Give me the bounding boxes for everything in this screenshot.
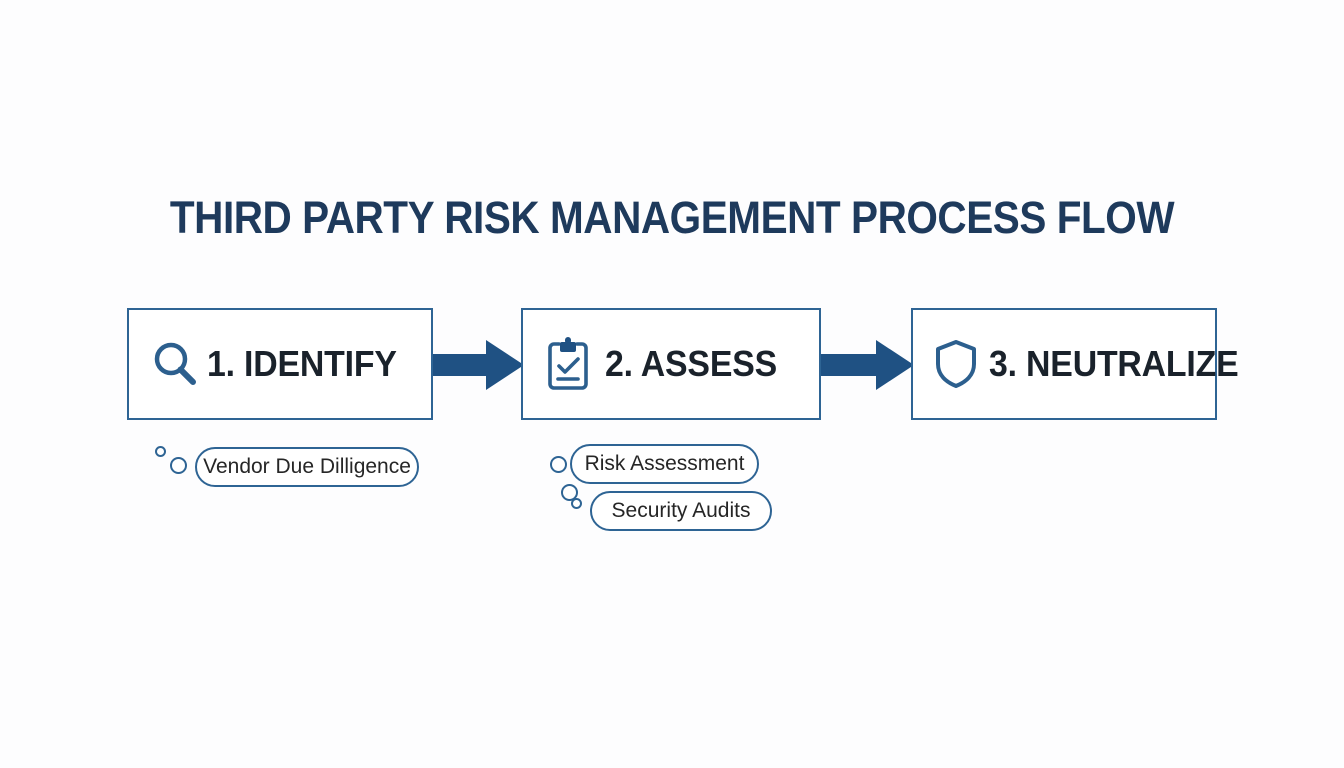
right-arrow-icon-2 (818, 340, 914, 390)
step-label-assess: 2. ASSESS (605, 343, 777, 384)
step-label-neutralize: 3. NEUTRALIZE (989, 343, 1239, 384)
right-arrow-icon-1 (428, 340, 524, 390)
step-label-identify: 1. IDENTIFY (207, 343, 397, 384)
magnifier-icon (149, 338, 201, 390)
connector-bubble-small (155, 446, 166, 457)
pill-label: Vendor Due Dilligence (203, 455, 411, 478)
pill-risk-assessment[interactable]: Risk Assessment (570, 444, 759, 484)
connector-bubble-large (170, 457, 187, 474)
step-box-identify[interactable]: 1. IDENTIFY (127, 308, 433, 420)
step-box-assess[interactable]: 2. ASSESS (521, 308, 821, 420)
shield-icon (933, 338, 979, 390)
pill-vendor-due-dilligence[interactable]: Vendor Due Dilligence (195, 447, 419, 487)
connector-bubble-large (550, 456, 567, 473)
clipboard-check-icon (545, 336, 591, 392)
step-box-neutralize[interactable]: 3. NEUTRALIZE (911, 308, 1239, 420)
connector-bubble-large (561, 484, 578, 501)
pill-label: Risk Assessment (584, 452, 745, 475)
pill-label: Security Audits (611, 499, 751, 522)
page-title: THIRD PARTY RISK MANAGEMENT PROCESS FLOW (169, 192, 1175, 243)
pill-security-audits[interactable]: Security Audits (590, 491, 772, 531)
connector-bubble-small (571, 498, 582, 509)
